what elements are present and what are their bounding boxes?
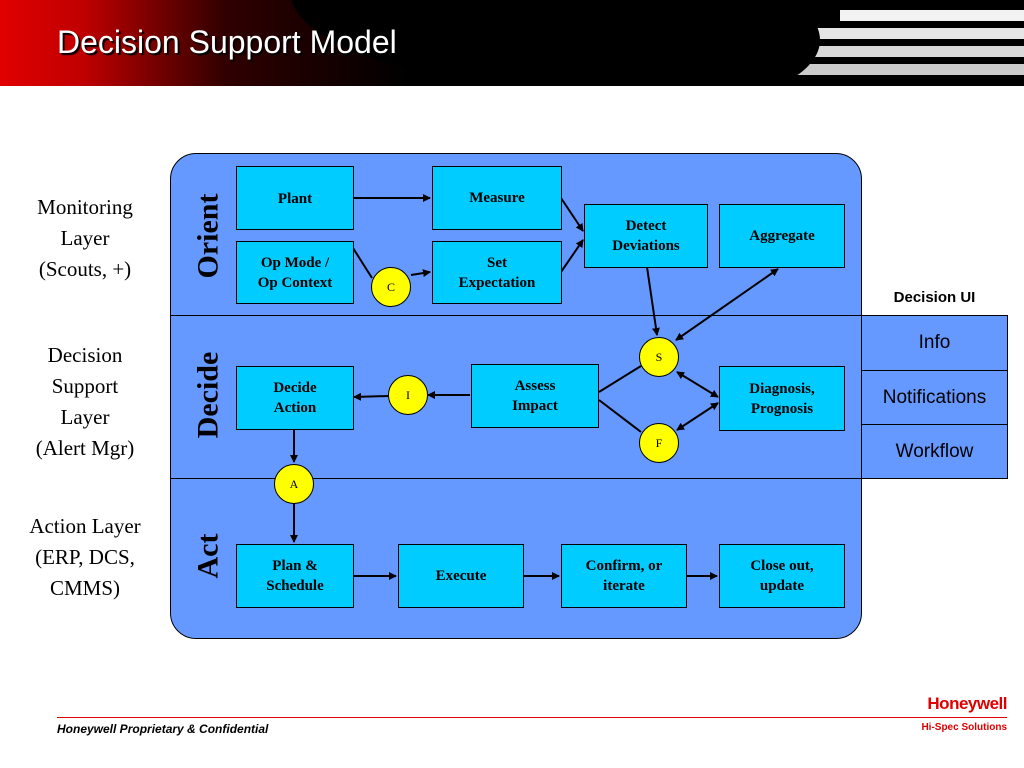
title-banner: Decision Support Model	[0, 0, 1024, 86]
execute-box[interactable]: Execute	[398, 544, 524, 608]
decision-ui-header: Decision UI	[893, 289, 976, 306]
footer-confidential: Honeywell Proprietary & Confidential	[57, 722, 269, 736]
page-title: Decision Support Model	[57, 24, 397, 60]
arrow-detect-s	[646, 266, 660, 336]
decision-ui-info[interactable]: Info	[918, 332, 951, 353]
decision-ui-separator	[862, 370, 1007, 371]
circle-a: A	[274, 464, 314, 504]
footer-rule	[57, 717, 1007, 718]
arrow-s-diagnosis	[676, 371, 719, 398]
set-expectation-box[interactable]: Set Expectation	[432, 241, 562, 304]
arrow-opmode-c	[352, 247, 373, 279]
logo-subtitle: Hi-Spec Solutions	[921, 722, 1007, 733]
circle-c: C	[371, 267, 411, 307]
arrow-c-setexpectation	[410, 269, 431, 278]
decision-ui-workflow[interactable]: Workflow	[895, 441, 974, 462]
plan-schedule-box[interactable]: Plan & Schedule	[236, 544, 354, 608]
arrow-assess-f	[598, 399, 642, 433]
close-out-box[interactable]: Close out, update	[719, 544, 845, 608]
op-mode-box[interactable]: Op Mode / Op Context	[236, 241, 354, 304]
decision-ui-separator	[862, 424, 1007, 425]
arrow-i-decide	[353, 392, 389, 401]
monitoring-layer-label: Monitoring Layer (Scouts, +)	[37, 195, 133, 281]
decision-ui-notifications[interactable]: Notifications	[882, 387, 987, 408]
arrow-s-aggregate	[675, 268, 779, 341]
orient-decide-divider	[171, 315, 861, 316]
action-layer-label: Action Layer (ERP, DCS, CMMS)	[29, 514, 141, 600]
arrow-f-diagnosis	[676, 402, 719, 431]
arrow-assess-s	[598, 365, 642, 393]
decision-layer-label: Decision Support Layer (Alert Mgr)	[35, 343, 135, 460]
confirm-iterate-box[interactable]: Confirm, or iterate	[561, 544, 687, 608]
diagnosis-prognosis-box[interactable]: Diagnosis, Prognosis	[719, 366, 845, 431]
arrow-measure-detect	[560, 197, 584, 232]
decide-action-box[interactable]: Decide Action	[236, 366, 354, 430]
assess-impact-box[interactable]: Assess Impact	[471, 364, 599, 428]
detect-deviations-box[interactable]: Detect Deviations	[584, 204, 708, 268]
circle-f: F	[639, 423, 679, 463]
circle-s: S	[639, 337, 679, 377]
arrow-setexp-detect	[560, 239, 584, 273]
decision-ui-panel: Info Notifications Workflow	[862, 315, 1008, 479]
measure-box[interactable]: Measure	[432, 166, 562, 230]
plant-box[interactable]: Plant	[236, 166, 354, 230]
banner-swoosh-graphic	[291, 0, 1024, 86]
circle-i: I	[388, 375, 428, 415]
honeywell-logo: Honeywell	[927, 694, 1007, 713]
aggregate-box[interactable]: Aggregate	[719, 204, 845, 268]
decide-act-divider	[171, 478, 861, 479]
